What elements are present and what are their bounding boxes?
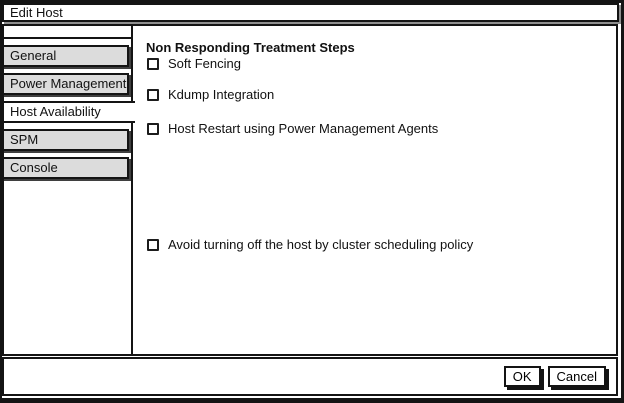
dialog-titlebar: Edit Host [2,3,619,22]
ok-button[interactable]: OK [503,366,541,387]
host-restart-checkbox[interactable] [147,122,159,135]
content-panel: Non Responding Treatment Steps Soft Fenc… [131,24,618,356]
tab-general[interactable]: General [2,45,129,67]
tab-host-availability[interactable]: Host Availability [2,101,135,123]
checkbox-row-host-restart: Host Restart using Power Management Agen… [147,121,438,136]
host-restart-label: Host Restart using Power Management Agen… [168,121,439,136]
avoid-turning-off-label: Avoid turning off the host by cluster sc… [168,237,474,252]
tab-spm[interactable]: SPM [2,129,129,151]
section-heading: Non Responding Treatment Steps [146,40,355,55]
tab-console[interactable]: Console [2,157,129,179]
cancel-button[interactable]: Cancel [547,366,606,387]
kdump-integration-checkbox[interactable] [147,88,159,101]
dialog-title: Edit Host [10,5,63,20]
soft-fencing-checkbox[interactable] [147,57,159,70]
tab-power-management[interactable]: Power Management [2,73,129,95]
soft-fencing-label: Soft Fencing [168,56,241,71]
checkbox-row-avoid-turning-off: Avoid turning off the host by cluster sc… [147,237,473,252]
tab-sidebar: General Power Management Host Availabili… [2,24,135,356]
avoid-turning-off-checkbox[interactable] [147,238,159,251]
checkbox-row-soft-fencing: Soft Fencing [147,56,241,71]
footer-bar: OK Cancel [2,357,618,396]
tab-strip-spacer [4,26,131,39]
footer-buttons: OK Cancel [503,366,606,387]
checkbox-row-kdump: Kdump Integration [147,87,274,102]
kdump-integration-label: Kdump Integration [168,87,275,102]
